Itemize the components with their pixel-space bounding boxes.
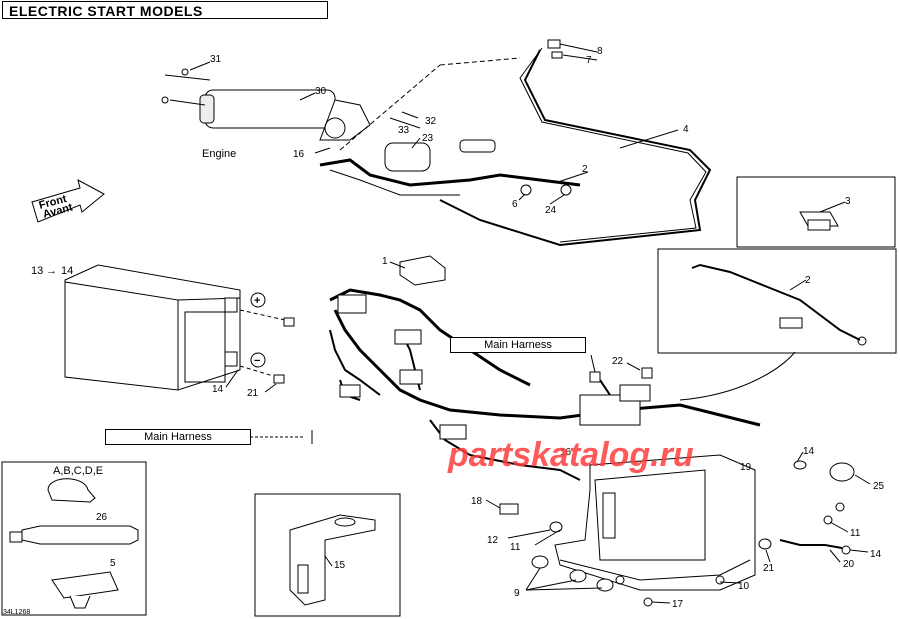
- bracket-detail-box: [254, 493, 401, 617]
- callout-4: 4: [683, 124, 689, 135]
- minus-label: −: [254, 355, 260, 367]
- callout-7: 7: [586, 55, 592, 66]
- callout-11a: 11: [510, 542, 521, 553]
- callout-18: 18: [471, 496, 483, 507]
- callout-9: 9: [514, 588, 520, 599]
- minus-terminal-icon: [250, 352, 266, 368]
- callout-2b: 2: [805, 275, 811, 286]
- battery-range-start: 13: [31, 265, 43, 277]
- grease-tube-icon: [9, 525, 139, 545]
- callout-25: 25: [873, 481, 885, 492]
- callout-10: 10: [738, 581, 750, 592]
- callout-14c: 14: [870, 549, 882, 560]
- callout-8: 8: [597, 46, 603, 57]
- callout-12: 12: [487, 535, 499, 546]
- callout-32: 32: [425, 116, 437, 127]
- plus-terminal-icon: [250, 292, 266, 308]
- battery-range-arrow: →: [46, 265, 57, 277]
- callout-16a: 16: [293, 149, 305, 160]
- bracket: [289, 514, 376, 606]
- callout-22: 22: [612, 356, 624, 367]
- cable-tie-icon: [47, 478, 96, 503]
- callout-24: 24: [545, 205, 557, 216]
- callout-30: 30: [315, 86, 327, 97]
- solenoid: [384, 139, 496, 172]
- main-harness-label-upper: Main Harness: [450, 337, 586, 353]
- callout-15: 15: [334, 560, 346, 571]
- starter-cable: [439, 49, 712, 247]
- kit-codes-label: A,B,C,D,E: [53, 465, 103, 477]
- callout-23: 23: [422, 133, 434, 144]
- callout-31: 31: [210, 54, 222, 65]
- watermark: partskatalog.ru: [448, 436, 694, 474]
- battery-range-end: 14: [61, 265, 73, 277]
- callout-1: 1: [382, 256, 388, 267]
- callout-2a: 2: [582, 164, 588, 175]
- main-harness: [250, 288, 761, 481]
- starter-motor: [161, 68, 371, 141]
- clip-icon: [51, 571, 119, 609]
- engine-label: Engine: [202, 148, 236, 160]
- callout-21b: 21: [763, 563, 775, 574]
- page-title: ELECTRIC START MODELS: [2, 1, 328, 19]
- callout-6: 6: [512, 199, 518, 210]
- plus-label: +: [254, 295, 260, 307]
- callout-19: 19: [740, 462, 752, 473]
- callout-20: 20: [843, 559, 855, 570]
- main-harness-label-lower: Main Harness: [105, 429, 251, 445]
- battery-tray: [554, 454, 756, 591]
- callout-14b: 14: [803, 446, 815, 457]
- callout-5: 5: [110, 558, 116, 569]
- callout-26: 26: [96, 512, 108, 523]
- relay: [399, 255, 446, 286]
- battery: [64, 264, 241, 391]
- front-arrow-icon: [31, 179, 105, 223]
- callout-33: 33: [398, 125, 410, 136]
- callout-17: 17: [672, 599, 684, 610]
- callout-labels: 31 30 32 33 23 16 8 7 4 2 6 24 3 2 1 14 …: [96, 46, 885, 610]
- callout-16b: 16: [560, 447, 572, 458]
- reference-code: 34L1268: [3, 609, 31, 616]
- callout-3: 3: [845, 196, 851, 207]
- callout-14a: 14: [212, 384, 224, 395]
- callout-21a: 21: [247, 388, 259, 399]
- callout-11b: 11: [850, 528, 861, 539]
